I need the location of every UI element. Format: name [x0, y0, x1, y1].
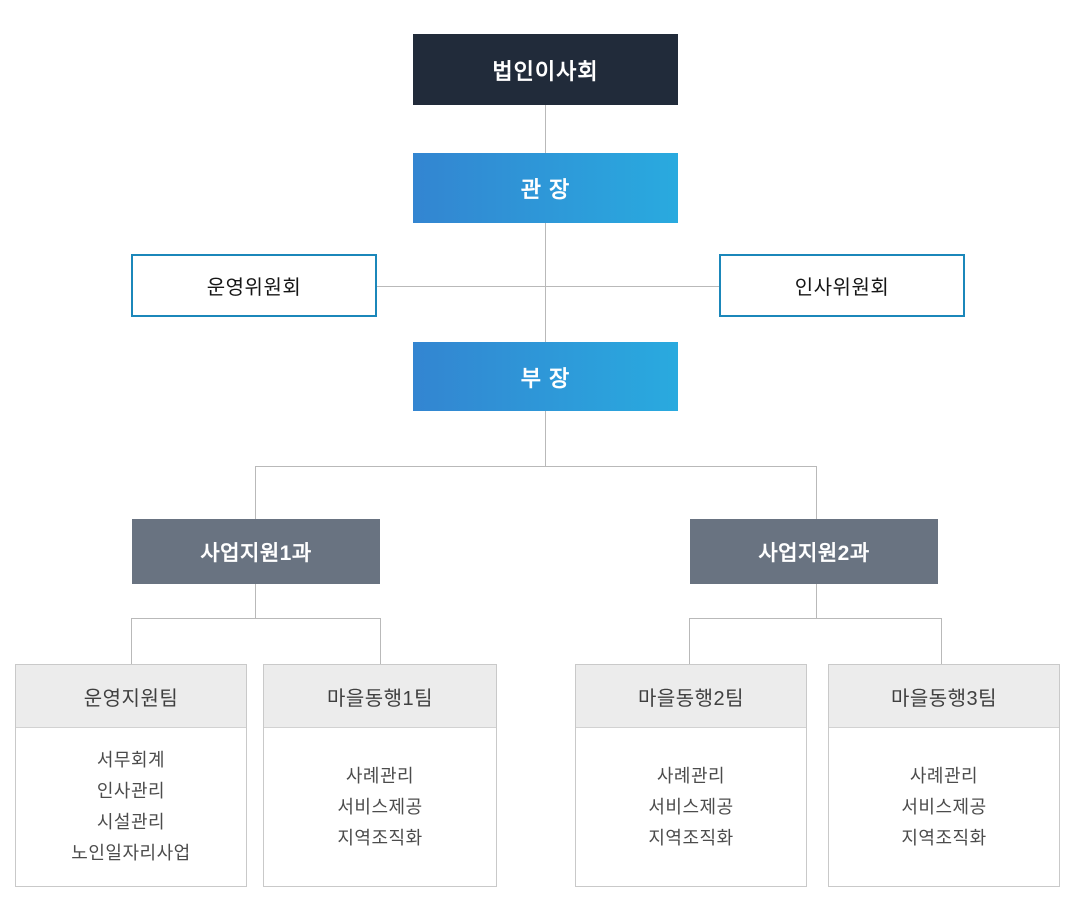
connector-manager-drop — [545, 411, 546, 466]
team-duties: 서무회계 인사관리 시설관리 노인일자리사업 — [16, 728, 246, 886]
node-department-head: 부 장 — [413, 342, 678, 411]
team-duty: 서비스제공 — [901, 796, 987, 817]
team-duty: 사례관리 — [656, 765, 726, 786]
node-operating-committee: 운영위원회 — [131, 254, 377, 317]
team-duties: 사례관리 서비스제공 지역조직화 — [576, 728, 806, 886]
node-board-of-directors: 법인이사회 — [413, 34, 678, 105]
team-box-village-companion-2: 마을동행2팀 사례관리 서비스제공 지역조직화 — [575, 664, 807, 887]
connector-committees — [377, 286, 719, 287]
connector-dept1-drop — [255, 466, 256, 519]
team-duty: 서비스제공 — [337, 796, 423, 817]
team-duties: 사례관리 서비스제공 지역조직화 — [829, 728, 1059, 886]
connector-board-director — [545, 105, 546, 153]
team-duty: 인사관리 — [96, 781, 166, 801]
team-duty: 시설관리 — [96, 812, 166, 832]
node-business-support-division-1: 사업지원1과 — [132, 519, 380, 584]
connector-team2-drop — [380, 618, 381, 664]
team-duty: 지역조직화 — [901, 827, 987, 848]
team-duty: 노인일자리사업 — [71, 843, 191, 863]
connector-dept-split — [255, 466, 817, 467]
team-duty: 서무회계 — [96, 750, 166, 770]
team-box-village-companion-1: 마을동행1팀 사례관리 서비스제공 지역조직화 — [263, 664, 497, 887]
team-title: 마을동행1팀 — [264, 665, 496, 728]
connector-team3-drop — [689, 618, 690, 664]
connector-dept1-down — [255, 584, 256, 618]
connector-dept2-drop — [816, 466, 817, 519]
connector-team-split-right — [689, 618, 941, 619]
team-title: 운영지원팀 — [16, 665, 246, 728]
node-director: 관 장 — [413, 153, 678, 223]
team-title: 마을동행2팀 — [576, 665, 806, 728]
team-box-operations-support: 운영지원팀 서무회계 인사관리 시설관리 노인일자리사업 — [15, 664, 247, 887]
team-duty: 사례관리 — [345, 765, 415, 786]
connector-dept2-down — [816, 584, 817, 618]
team-duties: 사례관리 서비스제공 지역조직화 — [264, 728, 496, 886]
team-title: 마을동행3팀 — [829, 665, 1059, 728]
team-box-village-companion-3: 마을동행3팀 사례관리 서비스제공 지역조직화 — [828, 664, 1060, 887]
team-duty: 사례관리 — [909, 765, 979, 786]
team-duty: 지역조직화 — [337, 827, 423, 848]
connector-team1-drop — [131, 618, 132, 664]
connector-team-split-left — [131, 618, 380, 619]
team-duty: 지역조직화 — [648, 827, 734, 848]
connector-director-manager — [545, 223, 546, 342]
node-personnel-committee: 인사위원회 — [719, 254, 965, 317]
connector-team4-drop — [941, 618, 942, 664]
team-duty: 서비스제공 — [648, 796, 734, 817]
node-business-support-division-2: 사업지원2과 — [690, 519, 938, 584]
